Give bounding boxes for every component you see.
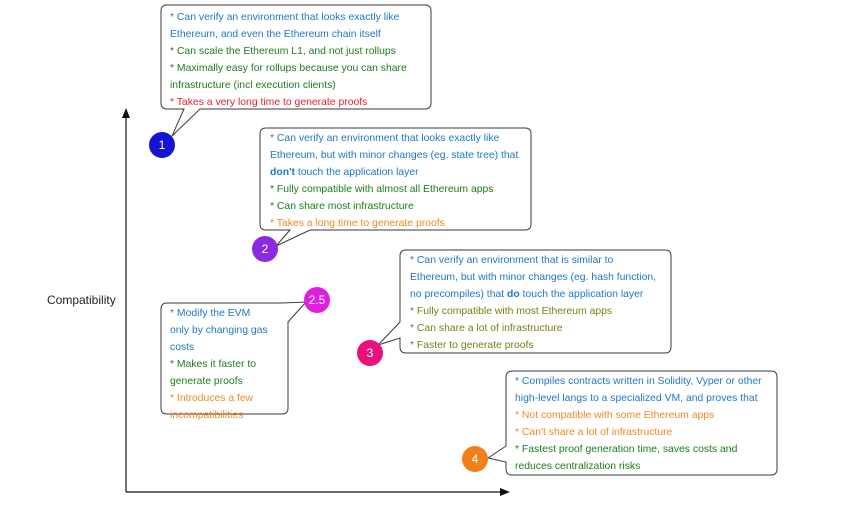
note-4-line: * Can't share a lot of infrastructure	[515, 427, 673, 438]
note-2-5-line: * Introduces a few	[170, 393, 254, 404]
note-1-line: * Maximally easy for rollups because you…	[170, 63, 407, 74]
note-2-5-line: costs	[170, 342, 195, 353]
note-3-line: * Fully compatible with most Ethereum ap…	[410, 306, 613, 317]
note-3-line-rest: touch the application layer	[519, 289, 644, 300]
note-4-line: * Compiles contracts written in Solidity…	[515, 376, 762, 387]
marker-3-label: 3	[366, 346, 374, 360]
note-2-line: * Can verify an environment that looks e…	[270, 133, 500, 144]
note-3-line: Ethereum, but with minor changes (eg. ha…	[410, 272, 657, 283]
marker-4-label: 4	[471, 452, 479, 466]
callout-3-shape	[377, 249, 672, 354]
note-4-line: reduces centralization risks	[515, 461, 641, 472]
note-3-line-start: no precompiles) that	[410, 289, 508, 300]
note-2-line: Ethereum, but with minor changes (eg. st…	[270, 150, 519, 161]
callout-4-shape	[486, 370, 778, 476]
note-1: * Can verify an environment that looks e…	[170, 9, 407, 111]
note-2-5-line: only by changing gas	[170, 325, 268, 336]
note-2-5-line: generate proofs	[170, 376, 243, 387]
note-2-line: * Takes a long time to generate proofs	[270, 218, 445, 229]
note-4-line: * Not compatible with some Ethereum apps	[515, 410, 715, 421]
callout-1-shape	[160, 4, 432, 137]
note-2-5-line: incompatibilities	[170, 410, 244, 421]
marker-2: 2	[252, 236, 278, 262]
marker-1: 1	[149, 132, 175, 158]
note-4-line: high-level langs to a specialized VM, an…	[515, 393, 758, 404]
marker-2-label: 2	[261, 242, 269, 256]
callout-2-shape	[259, 127, 532, 247]
note-3: * Can verify an environment that is simi…	[410, 252, 656, 354]
marker-2-5-label: 2.5	[308, 293, 326, 307]
note-1-line: infrastructure (incl execution clients)	[170, 80, 336, 91]
note-2-5-line: * Makes it faster to	[170, 359, 257, 370]
note-4: * Compiles contracts written in Solidity…	[515, 373, 762, 475]
note-2-line: * Can share most infrastructure	[270, 201, 414, 212]
marker-4: 4	[462, 446, 488, 472]
marker-1-label: 1	[158, 138, 166, 152]
note-3-line: * Can verify an environment that is simi…	[410, 255, 614, 266]
note-1-line: Ethereum, and even the Ethereum chain it…	[170, 29, 381, 40]
marker-3: 3	[357, 340, 383, 366]
note-2-line: * Fully compatible with almost all Ether…	[270, 184, 494, 195]
note-1-line: * Takes a very long time to generate pro…	[170, 97, 368, 108]
note-4-line: * Fastest proof generation time, saves c…	[515, 444, 738, 455]
note-2-line: don't touch the application layer	[270, 164, 518, 181]
note-1-line: * Can scale the Ethereum L1, and not jus…	[170, 46, 396, 57]
y-axis-arrowhead	[122, 108, 130, 118]
y-axis-label: Compatibility	[47, 293, 116, 307]
note-2-5-line: * Modify the EVM	[170, 308, 251, 319]
note-3-emphasis: do	[507, 289, 520, 300]
note-3-line: no precompiles) that do touch the applic…	[410, 286, 656, 303]
note-3-line: * Faster to generate proofs	[410, 340, 534, 351]
note-2-line-rest: touch the application layer	[294, 167, 419, 178]
note-1-line: * Can verify an environment that looks e…	[170, 12, 400, 23]
marker-2-5: 2.5	[304, 287, 330, 313]
note-2-emphasis: don't	[270, 167, 295, 178]
note-3-line: * Can share a lot of infrastructure	[410, 323, 563, 334]
note-2: * Can verify an environment that looks e…	[270, 130, 518, 232]
note-2-5: * Modify the EVM only by changing gas co…	[170, 305, 268, 424]
x-axis-arrowhead	[500, 488, 510, 496]
callout-2-5-shape	[160, 301, 308, 415]
